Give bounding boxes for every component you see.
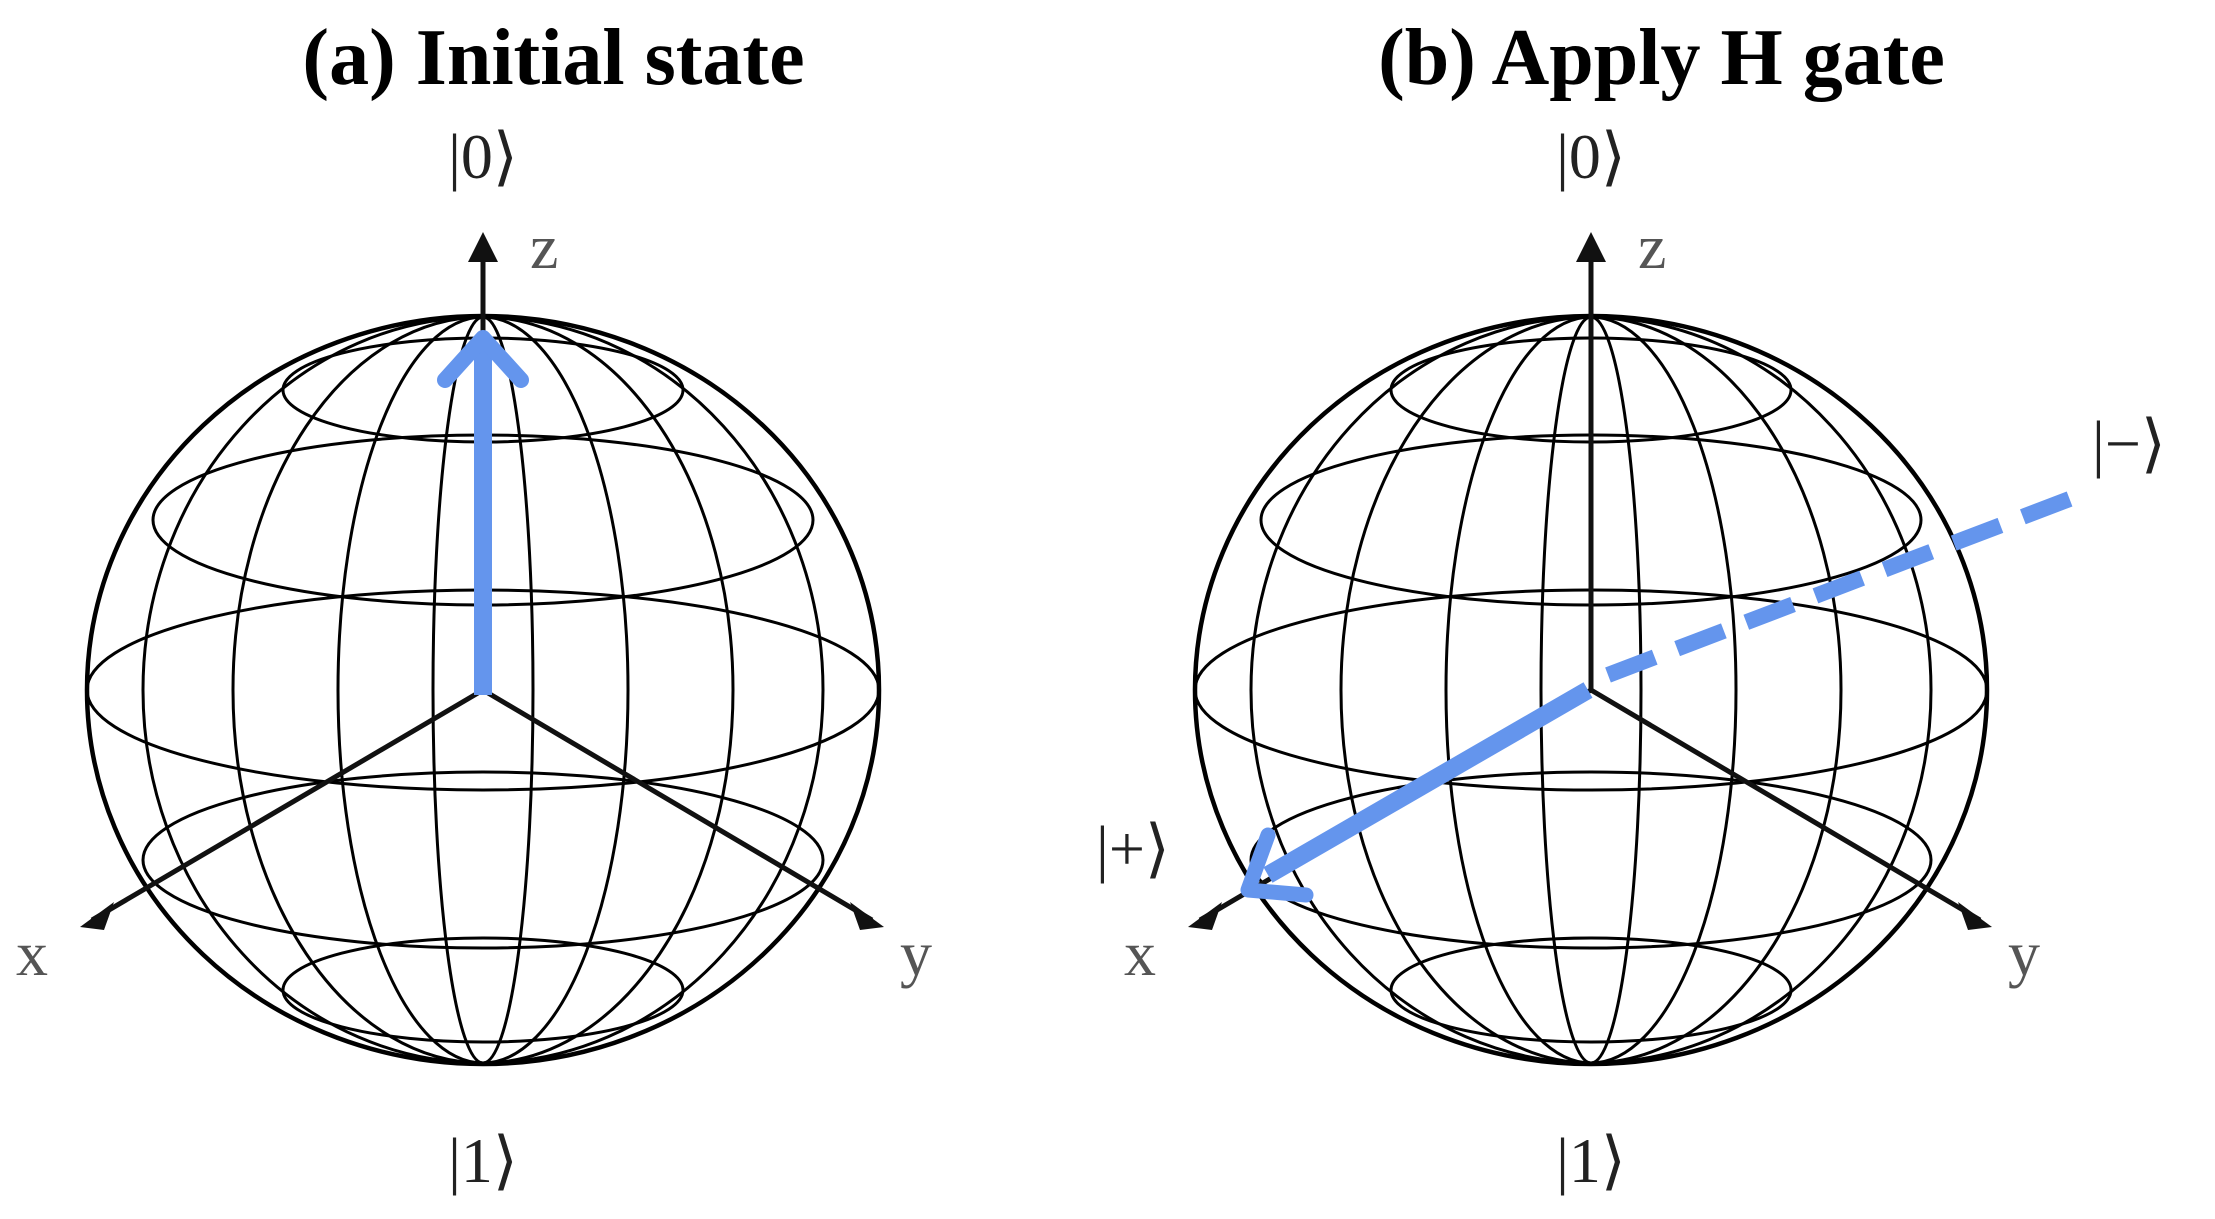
y-axis-label: y: [900, 918, 932, 989]
bloch-sphere: z x y |0⟩ |1⟩ |+⟩ |−⟩: [1096, 121, 2166, 1196]
x-axis-arrowhead: [1188, 902, 1222, 930]
minus-vector-dashed-line: [1605, 487, 2083, 683]
y-axis: [1589, 687, 1982, 923]
z-axis-label: z: [1638, 211, 1666, 282]
y-axis-arrowhead: [1958, 902, 1992, 930]
plus-vector-arrowhead: [1240, 827, 1314, 903]
ket-one-label: |1⟩: [448, 1125, 518, 1196]
x-axis-label: x: [1124, 918, 1156, 989]
panel-initial-state: (a) Initial state z x y |: [0, 0, 1107, 1219]
panel-title: (a) Initial state: [302, 14, 805, 102]
latitude-bottom: [281, 936, 685, 1044]
state-vector-arrowhead: [437, 330, 529, 388]
ket-plus-label: |+⟩: [1096, 813, 1170, 884]
x-axis-arrowhead: [80, 902, 114, 930]
panel-apply-h-gate: (b) Apply H gate z: [1096, 0, 2215, 1219]
z-axis-arrowhead: [1576, 232, 1606, 262]
latitude-lower: [141, 770, 825, 950]
y-axis: [481, 687, 874, 923]
ket-zero-label: |0⟩: [448, 121, 518, 192]
ket-one-label: |1⟩: [1556, 1125, 1626, 1196]
z-axis-label: z: [530, 211, 558, 282]
y-axis-label: y: [2008, 918, 2040, 989]
plus-state-vector: [1240, 682, 1593, 903]
bloch-sphere: z x y |0⟩ |1⟩: [16, 121, 932, 1196]
axes: [1188, 232, 1992, 930]
ket-zero-label: |0⟩: [1556, 121, 1626, 192]
panel-title: (b) Apply H gate: [1378, 14, 1945, 102]
state-vector: [437, 330, 529, 695]
x-axis: [90, 687, 485, 923]
minus-state-vector: [1605, 487, 2083, 683]
y-axis-arrowhead: [850, 902, 884, 930]
plus-vector-line: [1263, 682, 1593, 883]
z-axis-arrowhead: [468, 232, 498, 262]
latitude-bottom: [1389, 936, 1793, 1044]
ket-minus-label: |−⟩: [2092, 408, 2166, 479]
x-axis-label: x: [16, 918, 48, 989]
